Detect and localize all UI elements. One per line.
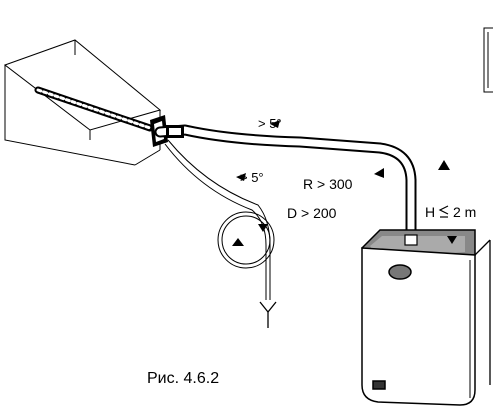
wall-box [3,39,162,166]
slope-label-bottom: > 5° [240,170,264,185]
loop-arrows [232,224,268,246]
height-label: H 2 m [425,204,476,220]
radius-label: R > 300 [303,176,353,192]
height-limit: 2 m [453,204,476,220]
slope-marker-bottom [236,173,246,181]
slope-label-top: > 5° [258,116,282,131]
perforated-tube [34,86,154,132]
height-symbol: H [425,204,435,220]
loop-diameter-label: D > 200 [287,205,337,221]
boiler-flue-outlet [404,234,418,246]
condensate-hose [164,139,275,300]
height-arrows [438,160,457,244]
top-right-frame [483,27,493,93]
boiler [360,229,476,406]
leq-symbol [438,205,449,218]
flue-pipe [154,124,417,246]
boiler-side-edge [474,239,491,385]
slope-marker-top [270,120,280,128]
drain-funnel [259,301,277,328]
radius-marker [374,168,384,178]
figure-caption: Рис. 4.6.2 [147,370,219,387]
